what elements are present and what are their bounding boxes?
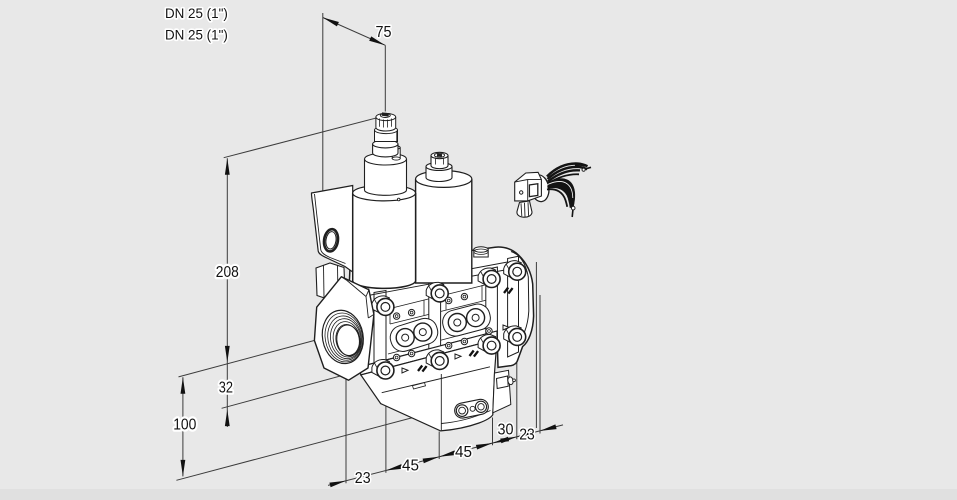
svg-text:45: 45 — [402, 458, 419, 475]
svg-text:75: 75 — [376, 24, 392, 41]
svg-text:DN 25 (1"): DN 25 (1") — [165, 28, 228, 43]
svg-text:23: 23 — [519, 427, 535, 444]
svg-text:30: 30 — [498, 422, 514, 439]
svg-text:DN 25 (1"): DN 25 (1") — [165, 6, 228, 21]
svg-text:23: 23 — [355, 470, 371, 487]
svg-text:100: 100 — [173, 417, 196, 434]
svg-text:32: 32 — [219, 380, 233, 397]
svg-text:45: 45 — [455, 444, 472, 461]
svg-text:208: 208 — [216, 264, 239, 281]
